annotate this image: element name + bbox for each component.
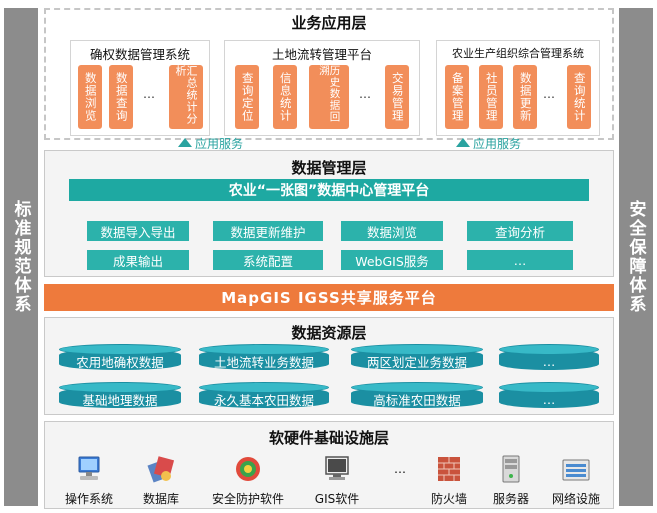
standards-pillar-label: 标准规范体系 <box>10 200 31 314</box>
app-layer: 业务应用层 确权数据管理系统 数据浏览 数据查询 … 汇总统计分析 土地流转管理… <box>44 8 614 140</box>
function-card: 历史数据回溯 <box>309 65 349 129</box>
network-icon <box>559 452 593 486</box>
database-icon <box>144 452 178 486</box>
rights-data-system: 确权数据管理系统 数据浏览 数据查询 … 汇总统计分析 <box>70 40 210 136</box>
infra-item-security: 安全防护软件 <box>203 452 293 507</box>
function-card: 备案管理 <box>445 65 469 129</box>
up-arrow-icon <box>456 138 470 147</box>
app-layer-title: 业务应用层 <box>291 14 367 32</box>
db-cylinder: 土地流转业务数据 <box>199 344 329 370</box>
function-box: 查询分析 <box>467 221 573 241</box>
function-card: 数据查询 <box>109 65 133 129</box>
infra-item-os: 操作系统 <box>59 452 119 507</box>
data-resource-layer: 数据资源层 农用地确权数据 土地流转业务数据 两区划定业务数据 … 基础地理数据… <box>44 317 614 415</box>
server-icon <box>494 452 528 486</box>
db-cylinder: … <box>499 344 599 370</box>
app-service-label: 应用服务 <box>178 135 243 152</box>
infra-title: 软硬件基础设施层 <box>268 429 389 447</box>
infra-item-server: 服务器 <box>481 452 541 507</box>
function-card: 信息统计 <box>273 65 297 129</box>
function-card: 查询统计 <box>567 65 591 129</box>
db-cylinder: 两区划定业务数据 <box>351 344 483 370</box>
function-box: … <box>467 250 573 270</box>
function-box: 数据浏览 <box>341 221 443 241</box>
infra-ellipsis: … <box>394 462 406 476</box>
standards-pillar: 标准规范体系 <box>4 8 38 506</box>
function-card: 交易管理 <box>385 65 409 129</box>
function-card: 汇总统计分析 <box>169 65 203 129</box>
app-service-label: 应用服务 <box>456 135 521 152</box>
function-card: 查询定位 <box>235 65 259 129</box>
function-box: 系统配置 <box>213 250 323 270</box>
system-title: 土地流转管理平台 <box>271 47 372 62</box>
agri-org-system: 农业生产组织综合管理系统 备案管理 社员管理 数据更新 … 查询统计 <box>436 40 600 136</box>
function-card: 社员管理 <box>479 65 503 129</box>
ellipsis: … <box>143 87 155 101</box>
infra-item-network: 网络设施 <box>543 452 609 507</box>
system-title: 确权数据管理系统 <box>89 47 190 62</box>
function-card: 数据更新 <box>513 65 537 129</box>
security-software-icon <box>231 452 265 486</box>
igss-platform-bar: MapGIS IGSS共享服务平台 <box>44 284 614 311</box>
data-mgmt-title: 数据管理层 <box>291 159 367 177</box>
db-cylinder: … <box>499 382 599 408</box>
db-cylinder: 高标准农田数据 <box>351 382 483 408</box>
infra-item-gis: GIS软件 <box>307 452 367 507</box>
system-title: 农业生产组织综合管理系统 <box>452 47 584 60</box>
data-resource-title: 数据资源层 <box>291 324 367 342</box>
function-box: 数据更新维护 <box>213 221 323 241</box>
function-box: 数据导入导出 <box>87 221 189 241</box>
firewall-icon <box>432 452 466 486</box>
function-box: WebGIS服务 <box>341 250 443 270</box>
db-cylinder: 农用地确权数据 <box>59 344 181 370</box>
function-card: 数据浏览 <box>78 65 102 129</box>
function-box: 成果输出 <box>87 250 189 270</box>
land-transfer-platform: 土地流转管理平台 查询定位 信息统计 历史数据回溯 … 交易管理 <box>224 40 420 136</box>
infra-item-firewall: 防火墙 <box>419 452 479 507</box>
infra-item-database: 数据库 <box>131 452 191 507</box>
security-pillar-label: 安全保障体系 <box>625 200 646 314</box>
security-pillar: 安全保障体系 <box>619 8 653 506</box>
data-center-platform: 农业“一张图”数据中心管理平台 <box>69 179 589 201</box>
data-mgmt-layer: 数据管理层 农业“一张图”数据中心管理平台 数据导入导出 数据更新维护 数据浏览… <box>44 150 614 277</box>
ellipsis: … <box>543 87 555 101</box>
gis-software-icon <box>320 452 354 486</box>
up-arrow-icon <box>178 138 192 147</box>
db-cylinder: 基础地理数据 <box>59 382 181 408</box>
computer-icon <box>72 452 106 486</box>
db-cylinder: 永久基本农田数据 <box>199 382 329 408</box>
infra-layer: 软硬件基础设施层 操作系统 数据库 <box>44 421 614 509</box>
ellipsis: … <box>359 87 371 101</box>
